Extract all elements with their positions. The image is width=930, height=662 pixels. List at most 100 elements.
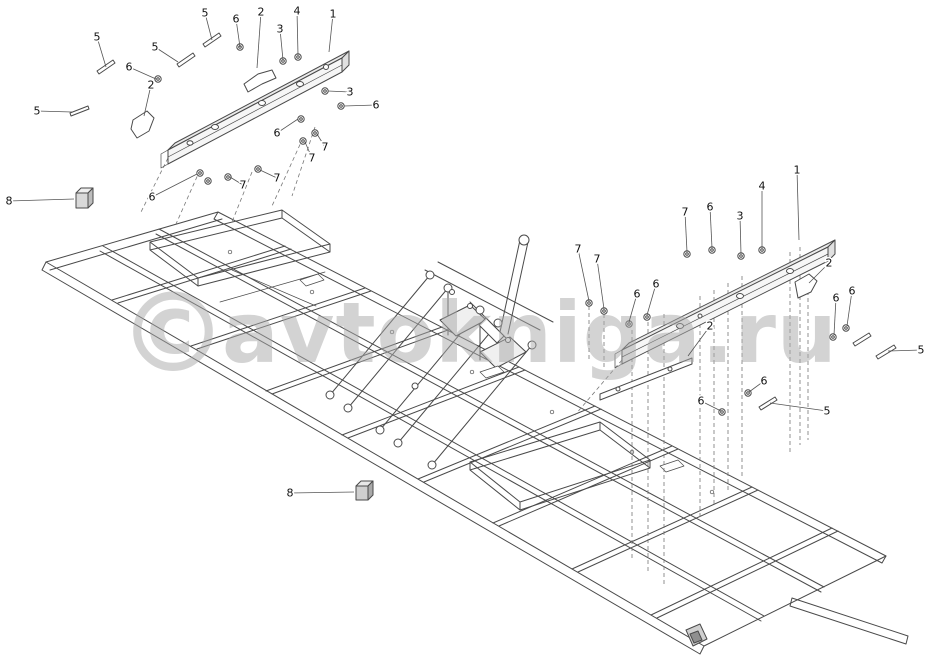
leader-line <box>327 90 351 93</box>
callout-4: 4 <box>759 180 766 193</box>
leader-line <box>596 258 605 310</box>
leader-line <box>96 36 107 68</box>
leader-line <box>154 46 179 63</box>
callout-6: 6 <box>698 395 705 408</box>
callout-5: 5 <box>918 344 925 357</box>
frame-inner-rails <box>99 228 825 622</box>
callout-6: 6 <box>849 285 856 298</box>
beam-left-end-face <box>341 50 350 73</box>
callout-3: 3 <box>737 210 744 223</box>
leader-line <box>684 211 688 253</box>
callout-2: 2 <box>826 257 833 270</box>
callout-5: 5 <box>152 41 159 54</box>
leader-line <box>151 173 198 198</box>
callout-7: 7 <box>309 152 316 165</box>
callout-3: 3 <box>277 23 284 36</box>
watermark-text: avtokniga.ru <box>222 284 838 382</box>
leader-line <box>796 169 800 241</box>
callout-6: 6 <box>653 278 660 291</box>
pin <box>69 105 90 117</box>
leader-line <box>8 198 75 202</box>
leader-line <box>748 380 765 393</box>
exploded-beam-right <box>599 239 836 401</box>
leader-line <box>628 293 638 323</box>
center-linkage <box>325 234 554 470</box>
part8-block-left <box>75 187 94 209</box>
callout-3: 3 <box>347 86 354 99</box>
callout-7: 7 <box>274 172 281 185</box>
callout-8: 8 <box>287 487 294 500</box>
leader-line <box>276 118 299 134</box>
leader-line <box>36 110 73 113</box>
callout-6: 6 <box>707 201 714 214</box>
callout-6: 6 <box>373 99 380 112</box>
leader-line <box>289 491 355 494</box>
callout-5: 5 <box>34 105 41 118</box>
pin <box>875 344 897 360</box>
frame-end-members <box>45 211 887 647</box>
leader-line <box>128 66 157 80</box>
callout-5: 5 <box>202 7 209 20</box>
leader-line <box>304 141 313 159</box>
right-wing-platform <box>469 421 651 511</box>
hardware-left <box>69 32 345 209</box>
watermark-copyright-icon: © <box>118 269 228 397</box>
callout-2: 2 <box>258 6 265 19</box>
callout-7: 7 <box>322 141 329 154</box>
leader-line <box>577 248 590 302</box>
part8-block-right <box>355 480 374 501</box>
leader-line <box>279 28 284 61</box>
leader-line <box>846 290 853 327</box>
support-foot <box>685 623 708 647</box>
bracket-lower <box>130 110 155 139</box>
callout-6: 6 <box>233 13 240 26</box>
leader-line <box>739 215 742 255</box>
leader-line <box>235 18 241 48</box>
callout-2: 2 <box>148 79 155 92</box>
callout-5: 5 <box>824 405 831 418</box>
callout-2: 2 <box>707 320 714 333</box>
tow-bar <box>789 597 909 645</box>
callout-5: 5 <box>94 31 101 44</box>
callout-7: 7 <box>682 206 689 219</box>
callout-6: 6 <box>274 127 281 140</box>
callout-6: 6 <box>833 292 840 305</box>
pin <box>758 396 778 411</box>
cross-brace <box>219 269 326 307</box>
leader-line <box>229 176 244 186</box>
washers-left <box>154 43 345 185</box>
leader-line <box>646 283 657 316</box>
left-wing-platform <box>149 209 331 287</box>
leader-line <box>709 206 713 249</box>
leader-line <box>204 12 213 41</box>
leader-line <box>259 169 278 179</box>
beam-right-end-face <box>827 239 836 262</box>
exploded-beam-left <box>130 50 350 169</box>
callout-7: 7 <box>575 243 582 256</box>
pin <box>176 52 196 68</box>
main-frame <box>41 209 909 655</box>
watermark: © avtokniga.ru <box>118 269 838 397</box>
callout-1: 1 <box>794 164 801 177</box>
bracket-upper <box>243 69 277 93</box>
callout-6: 6 <box>634 288 641 301</box>
leader-line <box>833 297 837 336</box>
leader-line <box>328 13 334 53</box>
leader-line <box>343 104 377 107</box>
leader-line <box>316 133 326 148</box>
leader-line <box>143 84 152 117</box>
leader-line <box>256 11 262 69</box>
leader-line <box>808 262 830 284</box>
callout-6: 6 <box>149 191 156 204</box>
callout-1: 1 <box>330 8 337 21</box>
frame-mount-hardware <box>227 249 715 495</box>
leader-line <box>700 400 722 412</box>
callout-4: 4 <box>294 5 301 18</box>
pin <box>852 332 872 347</box>
callout-8: 8 <box>6 195 13 208</box>
callout-6: 6 <box>126 61 133 74</box>
projection-lines <box>139 126 809 584</box>
frame-rails <box>41 211 887 655</box>
